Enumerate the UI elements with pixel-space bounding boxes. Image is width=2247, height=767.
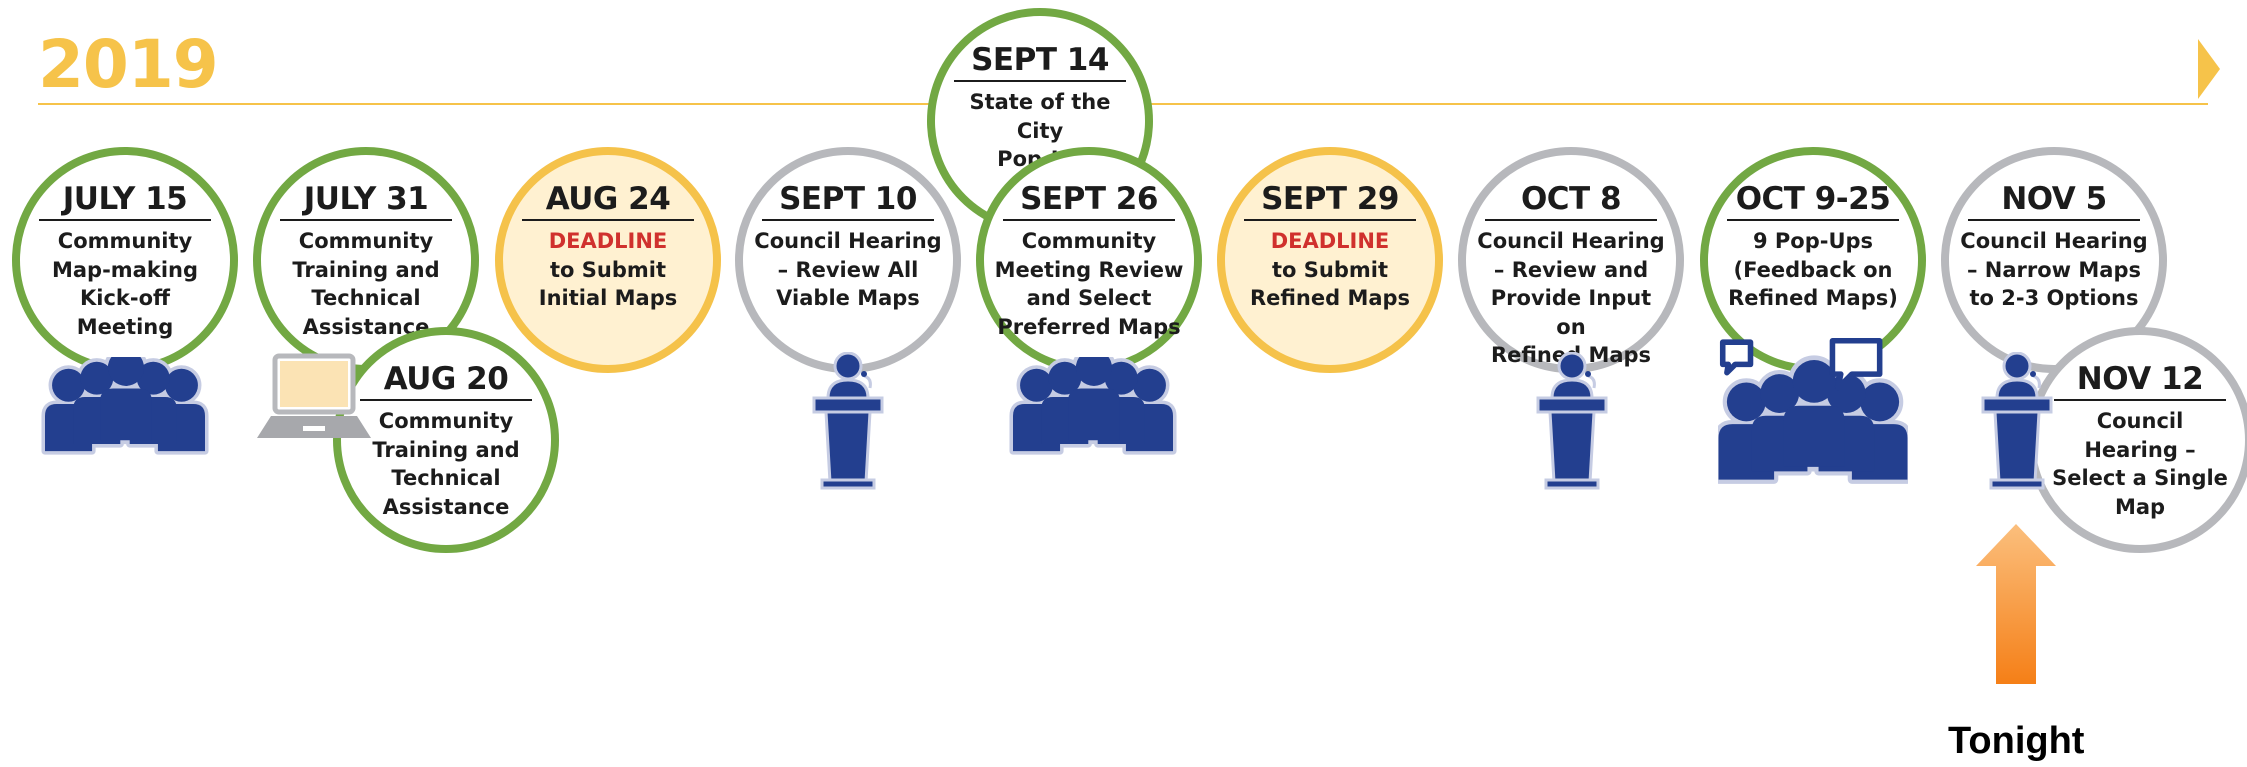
event-description: Council Hearing– Narrow Maps to 2-3 Opti… xyxy=(1960,229,2148,310)
divider xyxy=(2054,399,2226,401)
divider xyxy=(39,219,211,221)
deadline-label: DEADLINE xyxy=(548,229,668,253)
event-date: NOV 5 xyxy=(2001,181,2107,217)
event-date: SEPT 29 xyxy=(1261,181,1399,217)
event-date: NOV 12 xyxy=(2076,361,2204,397)
divider xyxy=(1727,219,1899,221)
divider xyxy=(762,219,934,221)
divider xyxy=(1968,219,2140,221)
divider xyxy=(1244,219,1416,221)
divider xyxy=(1485,219,1657,221)
event-date: AUG 20 xyxy=(383,361,509,397)
crowd-icon xyxy=(998,357,1188,457)
event-description: Council Hearing– Review All Viable Maps xyxy=(754,229,942,310)
up-arrow-icon xyxy=(1976,524,2056,684)
crowd-chat-icon xyxy=(1718,338,1908,488)
event-date: JULY 31 xyxy=(303,181,429,217)
event-date: SEPT 14 xyxy=(971,42,1109,78)
podium-speaker-icon xyxy=(812,352,884,490)
event-date: JULY 15 xyxy=(62,181,188,217)
divider xyxy=(954,80,1126,82)
event-oct8: OCT 8 Council Hearing– Review and Provid… xyxy=(1458,147,1684,373)
divider xyxy=(1003,219,1175,221)
divider xyxy=(360,399,532,401)
crowd-icon xyxy=(30,357,220,457)
event-description: 9 Pop-Ups(Feedback on Refined Maps) xyxy=(1728,229,1898,310)
event-date: OCT 9-25 xyxy=(1735,181,1891,217)
laptop-icon xyxy=(257,353,371,438)
event-description: Council Hearing– Review and Provide Inpu… xyxy=(1477,229,1665,367)
podium-speaker-icon xyxy=(1536,352,1608,490)
podium-speaker-icon xyxy=(1981,352,2053,490)
divider xyxy=(522,219,694,221)
event-date: SEPT 10 xyxy=(779,181,917,217)
tonight-label: Tonight xyxy=(1948,720,2085,762)
event-sept10: SEPT 10 Council Hearing– Review All Viab… xyxy=(735,147,961,373)
event-date: OCT 8 xyxy=(1520,181,1622,217)
event-date: AUG 24 xyxy=(545,181,671,217)
deadline-label: DEADLINE xyxy=(1270,229,1390,253)
divider xyxy=(280,219,452,221)
timeline-arrow-icon xyxy=(2198,39,2220,99)
event-date: SEPT 26 xyxy=(1020,181,1158,217)
year-label: 2019 xyxy=(38,26,219,103)
